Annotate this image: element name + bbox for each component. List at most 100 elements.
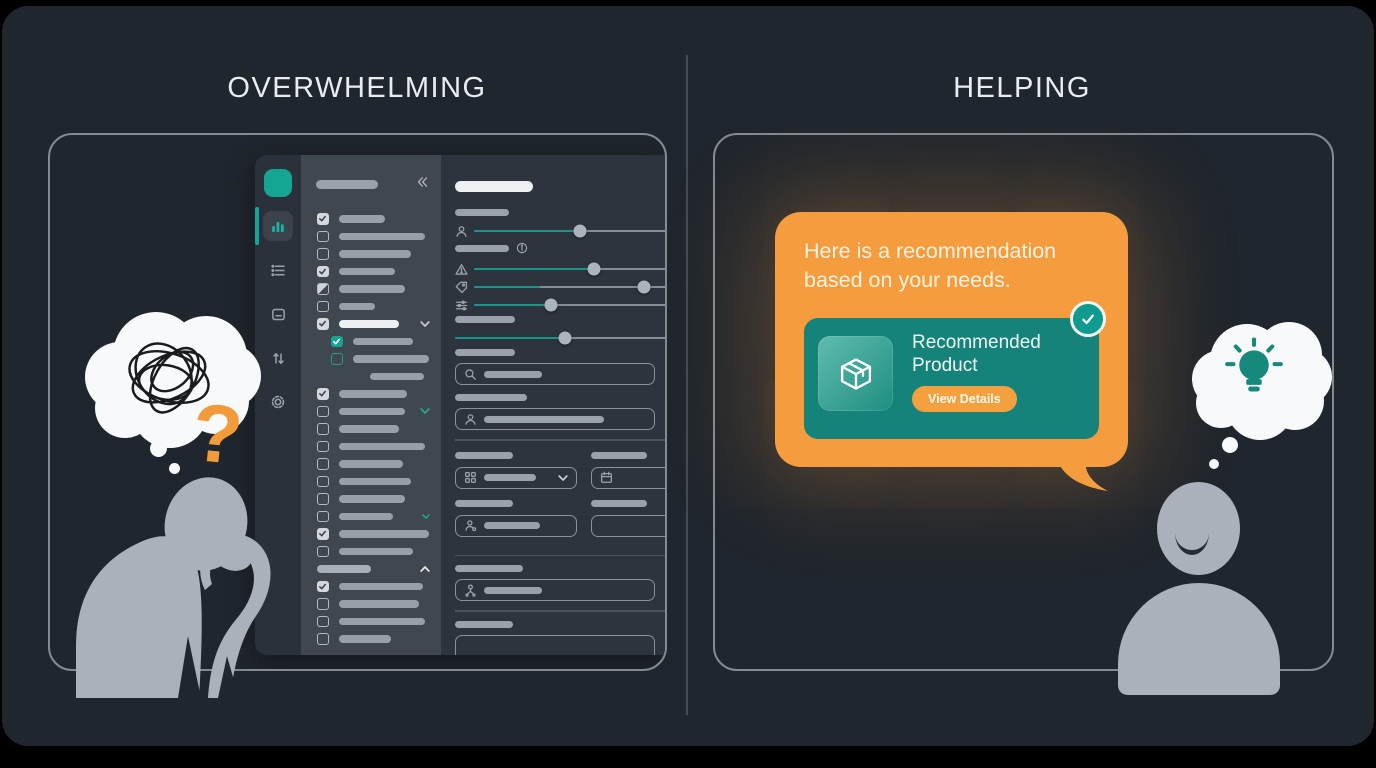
checklist-row	[301, 560, 441, 578]
field-label	[455, 316, 665, 323]
sidebar-item-sort-icon[interactable]	[263, 343, 293, 373]
search-field[interactable]	[455, 363, 655, 385]
slider-rail[interactable]	[474, 224, 665, 238]
placeholder-bar	[484, 370, 542, 378]
checkbox[interactable]	[317, 318, 329, 330]
slider-handle[interactable]	[637, 280, 651, 294]
slider-rail[interactable]	[474, 262, 665, 276]
placeholder-bar	[338, 460, 403, 468]
sidebar-item-card-icon[interactable]	[263, 299, 293, 329]
checkbox[interactable]	[317, 545, 329, 557]
text-field[interactable]	[455, 408, 655, 430]
cell	[455, 450, 577, 467]
divider	[455, 554, 665, 556]
search-icon	[464, 368, 477, 381]
checkbox[interactable]	[317, 388, 329, 400]
warning-icon	[455, 263, 470, 276]
cell	[591, 498, 665, 515]
slider[interactable]	[455, 223, 665, 239]
checklist-row	[301, 420, 441, 438]
field-label-bar	[455, 451, 513, 459]
slider[interactable]	[455, 261, 665, 277]
checkbox[interactable]	[317, 300, 329, 312]
thought-trail-dot	[1222, 437, 1238, 453]
cell	[591, 466, 665, 498]
text-field[interactable]	[455, 514, 577, 537]
checkbox[interactable]	[317, 265, 329, 277]
checkbox[interactable]	[317, 248, 329, 260]
checklist-row	[301, 333, 441, 351]
bar-chart-icon	[270, 218, 286, 234]
slider-handle[interactable]	[573, 224, 587, 238]
product-card-title: Recommended Product	[912, 332, 1041, 377]
checkbox[interactable]	[317, 510, 329, 522]
cell	[455, 466, 577, 498]
recommendation-bubble: Here is a recommendation based on your n…	[775, 212, 1128, 491]
check-badge	[1070, 301, 1106, 337]
date-field[interactable]	[591, 466, 665, 489]
checkbox[interactable]	[317, 633, 329, 645]
checkbox[interactable]	[317, 475, 329, 487]
checklist-row	[301, 578, 441, 596]
placeholder-bar	[338, 617, 425, 625]
checkbox[interactable]	[317, 528, 329, 540]
slider-handle[interactable]	[544, 298, 558, 312]
checklist-row	[301, 630, 441, 648]
checkbox[interactable]	[317, 405, 329, 417]
checkbox[interactable]	[317, 230, 329, 242]
slider-handle[interactable]	[558, 331, 572, 345]
checkbox[interactable]	[317, 580, 329, 592]
slider[interactable]	[455, 297, 665, 313]
field-label-bar	[455, 620, 513, 628]
placeholder-bar	[484, 474, 536, 481]
sort-icon	[271, 351, 286, 366]
field-label-bar	[591, 451, 647, 459]
placeholder-bar	[338, 495, 405, 503]
chevron-down-teal-icon[interactable]	[420, 402, 430, 420]
checkbox[interactable]	[331, 353, 343, 365]
checkbox[interactable]	[317, 598, 329, 610]
lightbulb-icon	[1225, 337, 1283, 392]
checkbox[interactable]	[317, 493, 329, 505]
checkbox[interactable]	[317, 458, 329, 470]
tag-icon	[455, 281, 470, 294]
checkbox[interactable]	[317, 440, 329, 452]
recommended-product-card[interactable]: Recommended Product View Details	[804, 301, 1106, 439]
select-field[interactable]	[455, 466, 577, 489]
chevron-up-icon[interactable]	[420, 560, 430, 578]
mock-form-column	[441, 155, 665, 655]
slider-fill	[474, 285, 540, 289]
text-field[interactable]	[455, 579, 655, 601]
center-divider	[686, 55, 688, 715]
checkbox[interactable]	[317, 423, 329, 435]
slider-rail[interactable]	[474, 280, 665, 294]
slider-rail[interactable]	[474, 298, 665, 312]
slider-handle[interactable]	[587, 262, 601, 276]
bubble-tail	[1057, 460, 1108, 491]
checklist-row	[301, 298, 441, 316]
sidebar-item-gear-icon[interactable]	[263, 387, 293, 417]
person-body	[1118, 583, 1280, 695]
checklist-row	[301, 385, 441, 403]
view-details-button[interactable]: View Details	[912, 386, 1017, 413]
slider[interactable]	[455, 279, 665, 295]
text-field[interactable]	[591, 514, 665, 537]
chevron-down-teal-small-icon[interactable]	[422, 507, 430, 525]
sidebar-item-list-icon[interactable]	[263, 255, 293, 285]
chevron-down-icon[interactable]	[420, 315, 430, 333]
checkbox[interactable]	[317, 615, 329, 627]
sidebar-item-bar-chart-icon[interactable]	[263, 211, 293, 241]
slider-rail[interactable]	[455, 331, 665, 345]
slider[interactable]	[455, 330, 665, 346]
checkbox[interactable]	[317, 213, 329, 225]
field-label-bar	[455, 394, 527, 401]
product-image-tile	[818, 336, 893, 411]
checkbox[interactable]	[331, 335, 343, 347]
checkbox[interactable]	[317, 283, 329, 295]
cell	[591, 514, 665, 546]
placeholder-bar	[338, 425, 399, 433]
checklist-row	[301, 368, 441, 386]
chevrons-left-icon[interactable]	[415, 175, 429, 194]
right-section-title: HELPING	[953, 72, 1091, 104]
text-field[interactable]	[455, 634, 655, 655]
